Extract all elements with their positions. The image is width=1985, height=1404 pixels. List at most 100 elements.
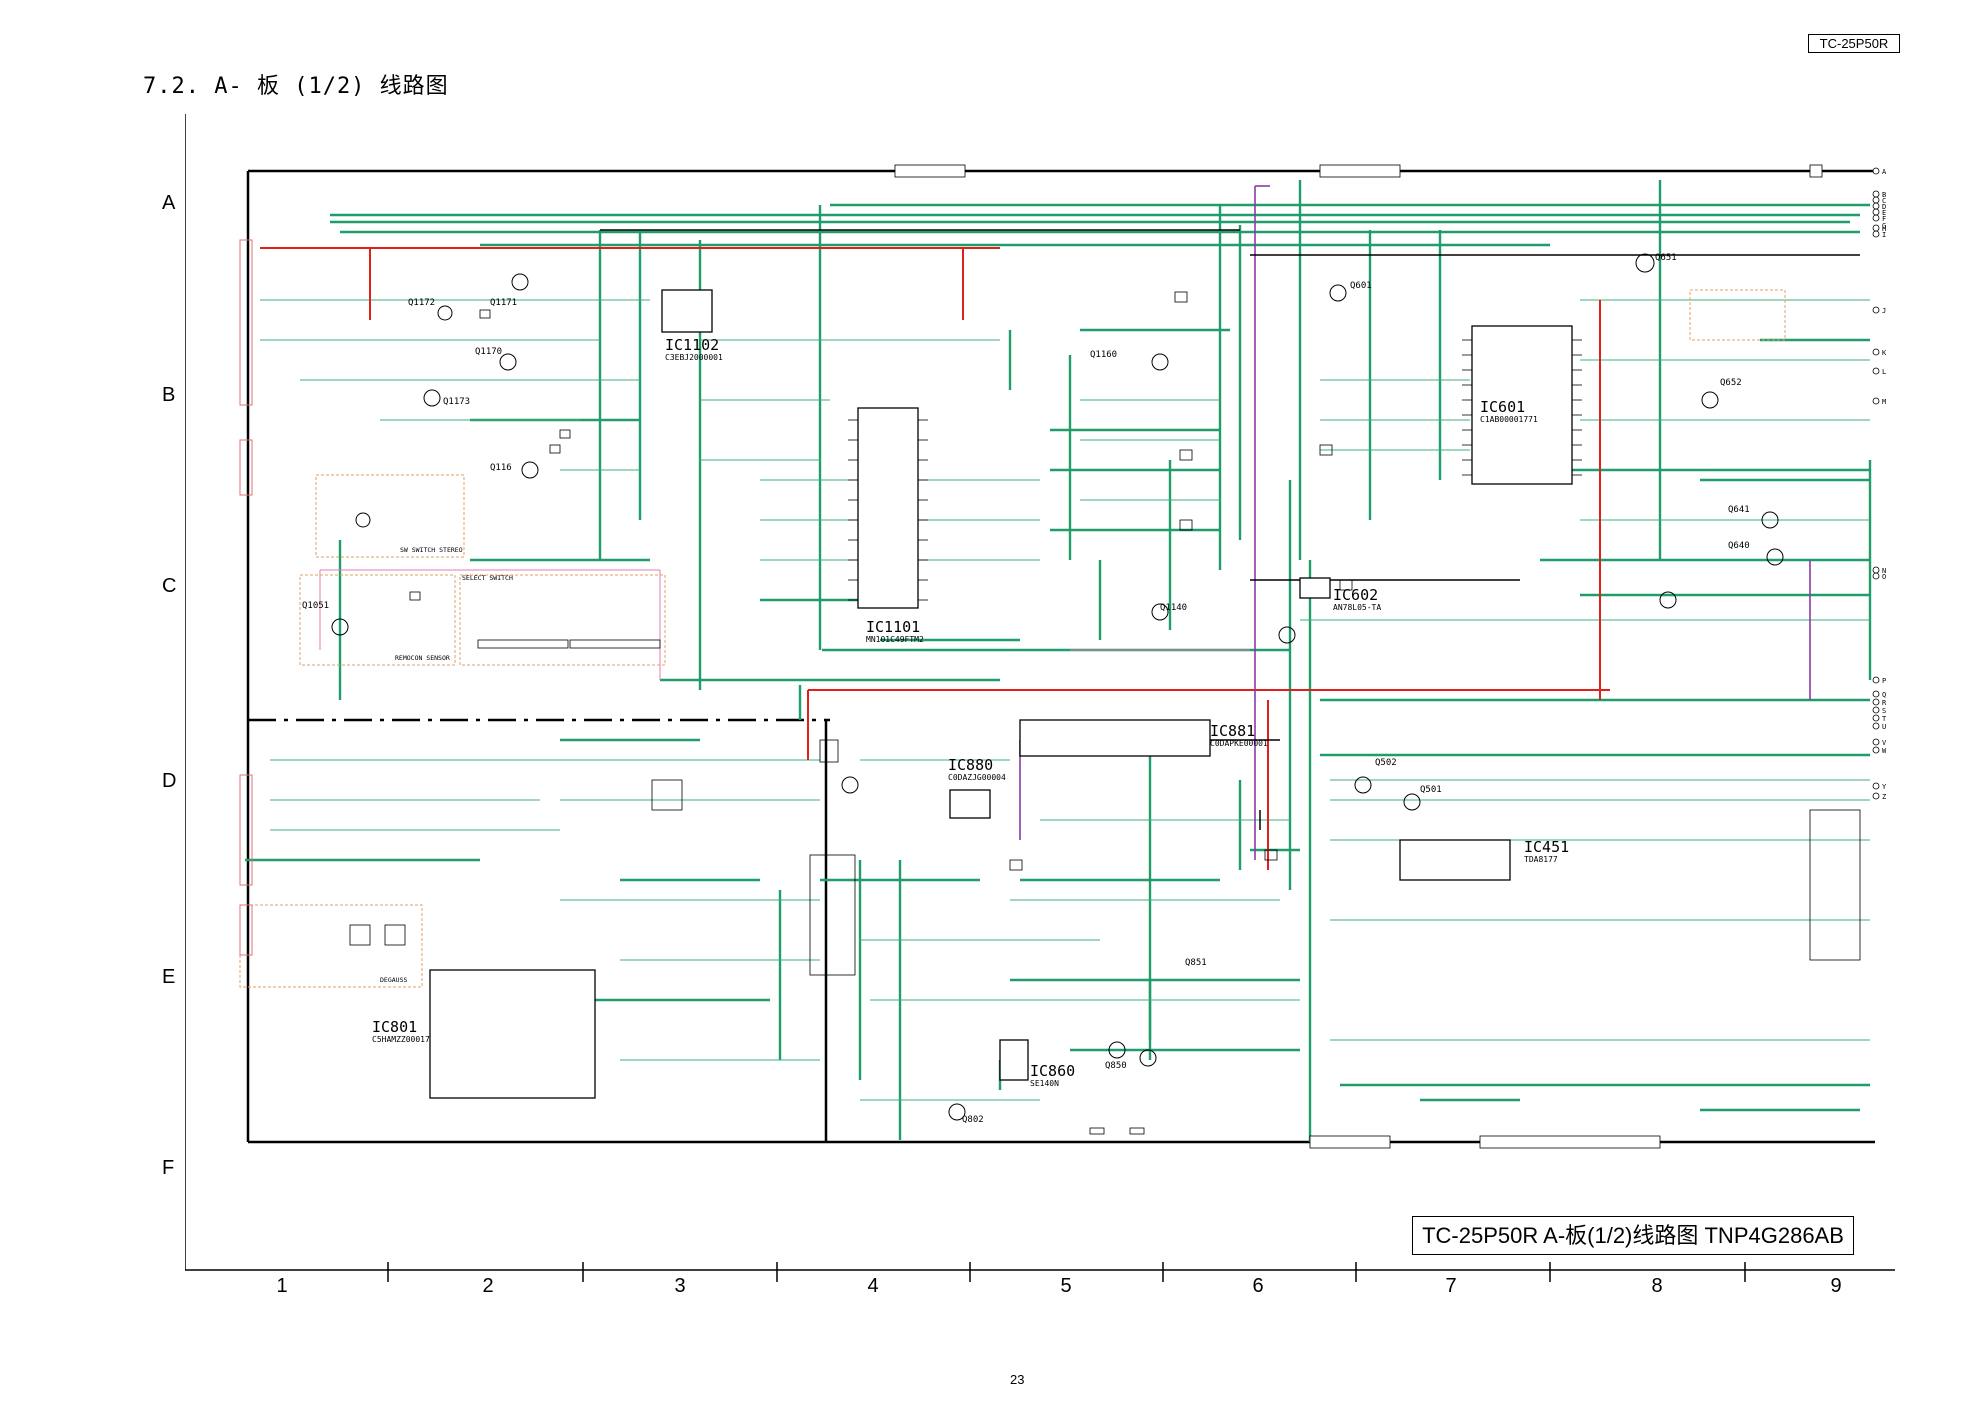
model-number-box: TC-25P50R (1808, 34, 1900, 53)
grid-row-label-f: F (162, 1157, 175, 1179)
ic1102-body (661, 289, 713, 333)
conn-g: G (1882, 222, 1886, 230)
ic880-label: IC880 (948, 756, 993, 774)
degauss-caption: DEGAUSS (380, 976, 407, 984)
ic880-body (949, 789, 991, 819)
grid-row-label-b: B (162, 384, 176, 406)
ic601-part: C1AB00001771 (1480, 415, 1538, 424)
ic602-body (1299, 577, 1331, 599)
q652-label: Q652 (1720, 378, 1742, 388)
sw-switch-stereo-caption: SW SWITCH STEREO (400, 546, 463, 554)
q601-label: Q601 (1350, 281, 1372, 291)
ic801-part: C5HAMZZ00017 (372, 1035, 430, 1044)
ic601-label: IC601 (1480, 398, 1525, 416)
pink-traces (319, 569, 1250, 680)
conn-k: K (1882, 349, 1887, 357)
grid-row-label-e: E (162, 966, 176, 988)
block-captions: SW SWITCH STEREO SELECT SWITCH REMOCON S… (380, 546, 513, 984)
conn-a: A (1882, 168, 1887, 176)
ic601-pins (1462, 339, 1582, 476)
conn-t: T (1882, 715, 1887, 723)
q641-label: Q641 (1728, 505, 1750, 515)
grid-col-label-6: 6 (1252, 1275, 1264, 1297)
conn-o: O (1882, 573, 1886, 581)
ic1101-part: MN101C49FTM2 (866, 635, 924, 644)
ic860-part: SE140N (1030, 1079, 1059, 1088)
conn-j: J (1882, 307, 1886, 315)
q1140-label: Q1140 (1160, 603, 1187, 613)
grid-frame (185, 114, 1895, 1282)
q850-label: Q850 (1105, 1061, 1127, 1071)
conn-n: N (1882, 567, 1886, 575)
grid-col-label-9: 9 (1830, 1275, 1842, 1297)
conn-l: L (1882, 368, 1886, 376)
q501-label: Q501 (1420, 785, 1442, 795)
ic881-label: IC881 (1210, 722, 1255, 740)
conn-h: H (1882, 225, 1886, 233)
conn-i: I (1882, 231, 1886, 239)
ic1101-pins (848, 419, 928, 601)
ic602-part: AN78L05-TA (1333, 603, 1381, 612)
purple-traces (1019, 185, 1811, 860)
transistor-symbols (331, 253, 1784, 1121)
right-connector-labels: A B C D E F G H I J K L M N O P Q R S T … (1882, 168, 1887, 801)
grid-row-label-a: A (162, 192, 176, 214)
red-traces (260, 247, 1610, 870)
ic801-label: IC801 (372, 1018, 417, 1036)
ic-labels: IC1102 C3EBJ2000001 IC1101 MN101C49FTM2 … (372, 336, 1569, 1088)
q1172-label: Q1172 (408, 298, 435, 308)
conn-u: U (1882, 723, 1886, 731)
conn-c: C (1882, 197, 1886, 205)
q1051-label: Q1051 (302, 601, 329, 611)
right-connector-markers (1872, 167, 1880, 800)
grid-col-label-4: 4 (867, 1275, 879, 1297)
q116-label: Q116 (490, 463, 512, 473)
ic1102-label: IC1102 (665, 336, 719, 354)
grid-col-label-8: 8 (1651, 1275, 1663, 1297)
q502-label: Q502 (1375, 758, 1397, 768)
small-components (349, 291, 1861, 1135)
q1160-label: Q1160 (1090, 350, 1117, 360)
conn-m: M (1882, 398, 1886, 406)
grid-col-label-7: 7 (1445, 1275, 1457, 1297)
left-connector-strip (239, 239, 253, 956)
ic801-body (429, 969, 596, 1099)
q1170-label: Q1170 (475, 347, 502, 357)
ic-bodies (429, 289, 1573, 1099)
ic1101-label: IC1101 (866, 618, 920, 636)
grid-col-label-3: 3 (674, 1275, 686, 1297)
ic860-label: IC860 (1030, 1062, 1075, 1080)
drawing-title-block: TC-25P50R A-板(1/2)线路图 TNP4G286AB (1412, 1216, 1854, 1255)
conn-f: F (1882, 215, 1886, 223)
page-number: 23 (1010, 1372, 1025, 1387)
grid-row-label-d: D (162, 770, 177, 792)
transistor-labels: Q1172 Q1171 Q1170 Q1173 Q116 Q1051 Q1160… (302, 253, 1750, 1125)
grid-row-label-c: C (162, 575, 177, 597)
conn-p: P (1882, 677, 1886, 685)
grid-col-label-1: 1 (276, 1275, 288, 1297)
section-title: 7.2. A- 板 (1/2) 线路图 (143, 74, 449, 99)
ic880-part: C0DAZJG00004 (948, 773, 1006, 782)
conn-y: Y (1882, 783, 1887, 791)
q851-label: Q851 (1185, 958, 1207, 968)
conn-d: D (1882, 203, 1886, 211)
ic860-body (999, 1039, 1029, 1081)
ic881-body (1019, 719, 1211, 757)
ic881-part: C0DAPKE00001 (1210, 739, 1268, 748)
grid-col-label-5: 5 (1060, 1275, 1072, 1297)
q651-label: Q651 (1655, 253, 1677, 263)
q640-label: Q640 (1728, 541, 1750, 551)
conn-v: V (1882, 739, 1887, 747)
conn-b: B (1882, 191, 1886, 199)
q802-label: Q802 (962, 1115, 984, 1125)
ic451-part: TDA8177 (1524, 855, 1558, 864)
q1173-label: Q1173 (443, 397, 470, 407)
remocon-sensor-caption: REMOCON SENSOR (395, 654, 450, 662)
ic1101-body (857, 407, 919, 609)
board-outline (246, 169, 1875, 1144)
ic1102-part: C3EBJ2000001 (665, 353, 723, 362)
grid-col-label-2: 2 (482, 1275, 494, 1297)
ic451-body (1399, 839, 1511, 881)
ic602-label: IC602 (1333, 586, 1378, 604)
ic451-label: IC451 (1524, 838, 1569, 856)
